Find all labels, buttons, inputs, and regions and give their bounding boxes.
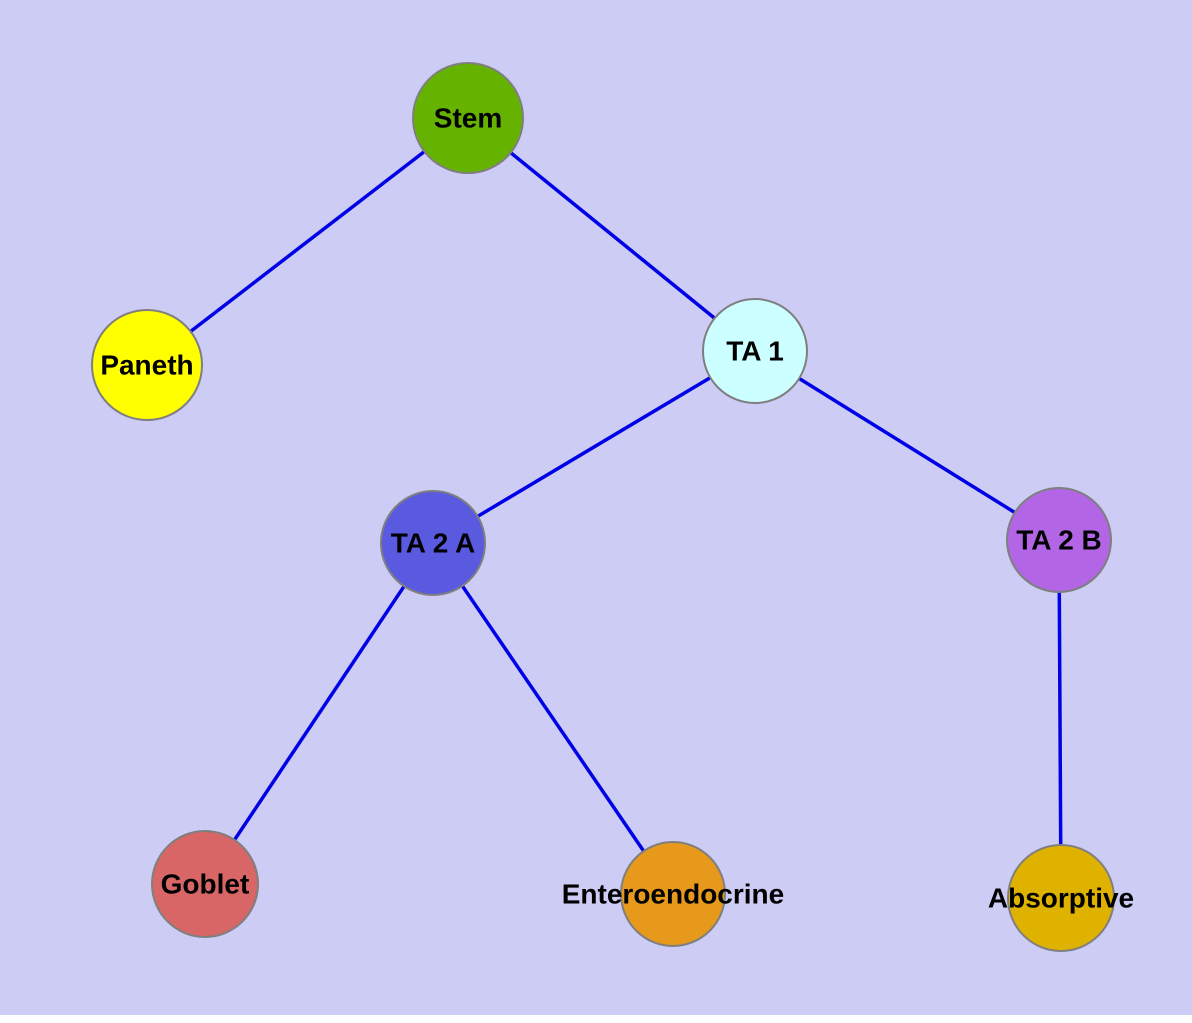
node-circle-ta-2-b[interactable] bbox=[1006, 487, 1112, 593]
node-ta-1[interactable]: TA 1 bbox=[702, 298, 808, 404]
edge-ta-1-ta-2-a bbox=[432, 349, 756, 545]
node-circle-stem[interactable] bbox=[412, 62, 524, 174]
node-circle-absorptive[interactable] bbox=[1007, 844, 1115, 952]
edge-stem-paneth bbox=[145, 116, 470, 367]
node-stem[interactable]: Stem bbox=[412, 62, 524, 174]
node-circle-ta-1[interactable] bbox=[702, 298, 808, 404]
edge-ta-2-b-absorptive bbox=[1057, 539, 1063, 899]
node-ta-2-a[interactable]: TA 2 A bbox=[380, 490, 486, 596]
edge-ta-2-a-goblet bbox=[203, 542, 435, 885]
node-circle-paneth[interactable] bbox=[91, 309, 203, 421]
node-goblet[interactable]: Goblet bbox=[151, 830, 259, 938]
node-circle-ta-2-a[interactable] bbox=[380, 490, 486, 596]
edge-ta-1-ta-2-b bbox=[754, 349, 1060, 542]
node-circle-goblet[interactable] bbox=[151, 830, 259, 938]
node-paneth[interactable]: Paneth bbox=[91, 309, 203, 421]
edge-ta-2-a-enteroendocrine bbox=[431, 542, 675, 895]
node-circle-enteroendocrine[interactable] bbox=[620, 841, 726, 947]
node-ta-2-b[interactable]: TA 2 B bbox=[1006, 487, 1112, 593]
edge-stem-ta-1 bbox=[466, 116, 757, 353]
